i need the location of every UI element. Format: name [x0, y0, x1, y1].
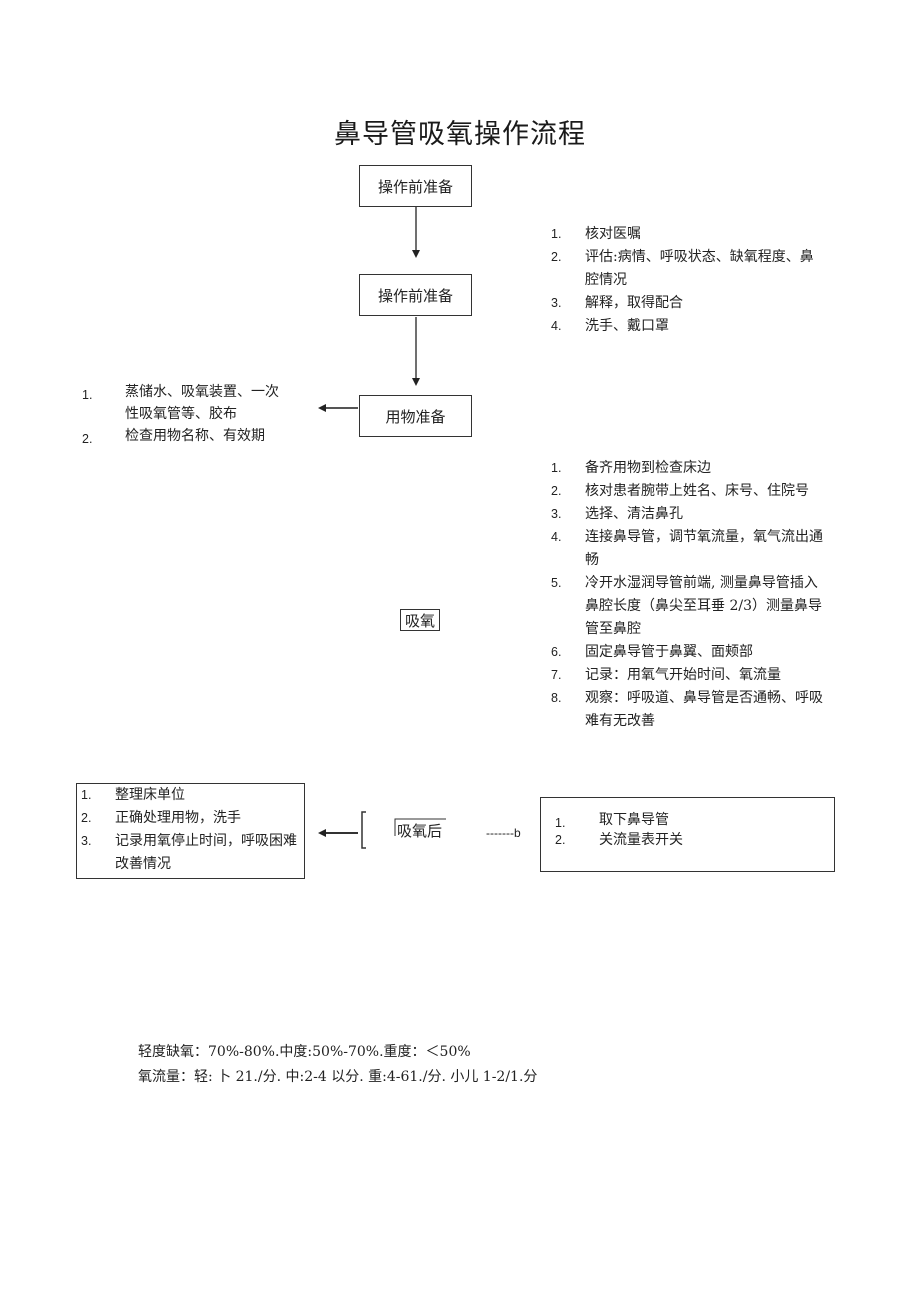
list-item: 3.解释，取得配合: [551, 295, 683, 311]
page-title: 鼻导管吸氧操作流程: [334, 119, 586, 150]
note-hypoxia-level: 轻度缺氧：70%-80%.中度:50%-70%.重度：＜50%: [138, 1044, 471, 1060]
list-item: 2.核对患者腕带上姓名、床号、住院号: [551, 483, 809, 499]
note-oxygen-flow: 氧流量：轻: 卜 21./分. 中:2-4 以分. 重:4-61./分. 小儿 …: [138, 1069, 538, 1085]
list-item: 1.蒸储水、吸氧装置、一次性吸氧管等、胶布: [82, 384, 279, 422]
list-item: 2.评估:病情、呼吸状态、缺氧程度、鼻腔情况: [551, 249, 814, 288]
oxygen-list: 1.备齐用物到检查床边 2.核对患者腕带上姓名、床号、住院号 3.选择、清洁鼻孔…: [551, 457, 829, 733]
list-item: 2.正确处理用物，洗手: [81, 810, 241, 826]
list-item: 4.连接鼻导管，调节氧流量，氧气流出通畅: [551, 529, 823, 568]
list-item: 2.检查用物名称、有效期: [82, 428, 265, 446]
step-pre-operation-1: 操作前准备: [359, 165, 472, 207]
list-item: 5.冷开水湿润导管前端, 测量鼻导管插入鼻腔长度（鼻尖至耳垂 2/3）测量鼻导管…: [551, 575, 822, 637]
list-item: 1.核对医嘱: [551, 226, 641, 242]
list-item: 1.整理床单位: [81, 787, 185, 803]
list-item: 2.关流量表开关: [555, 832, 683, 848]
list-item: 3.选择、清洁鼻孔: [551, 506, 683, 522]
list-item: 1.取下鼻导管: [555, 812, 669, 830]
list-item: 3.记录用氧停止时间，呼吸困难改善情况: [81, 833, 297, 872]
after-label-border: [394, 818, 446, 836]
list-item: 7.记录：用氧气开始时间、氧流量: [551, 667, 781, 683]
dash-label: -------b: [486, 826, 521, 840]
after-right-box: 1.取下鼻导管 2.关流量表开关: [540, 797, 835, 872]
step-supplies: 用物准备: [359, 395, 472, 437]
list-item: 6.固定鼻导管于鼻翼、面颊部: [551, 644, 753, 660]
step-after-oxygen: 吸氧后: [397, 822, 443, 840]
step-pre-operation-2: 操作前准备: [359, 274, 472, 316]
list-item: 1.备齐用物到检查床边: [551, 460, 711, 476]
list-item: 4.洗手、戴口罩: [551, 318, 669, 334]
step-oxygen: 吸氧: [400, 609, 440, 631]
after-left-box: 1.整理床单位 2.正确处理用物，洗手 3.记录用氧停止时间，呼吸困难改善情况: [76, 783, 305, 879]
prep-list: 1.核对医嘱 2.评估:病情、呼吸状态、缺氧程度、鼻腔情况 3.解释，取得配合 …: [551, 223, 826, 338]
bracket: [361, 811, 366, 849]
supplies-list: 1.蒸储水、吸氧装置、一次性吸氧管等、胶布 2.检查用物名称、有效期: [82, 381, 280, 447]
list-item: 8.观察：呼吸道、鼻导管是否通畅、呼吸难有无改善: [551, 690, 823, 729]
